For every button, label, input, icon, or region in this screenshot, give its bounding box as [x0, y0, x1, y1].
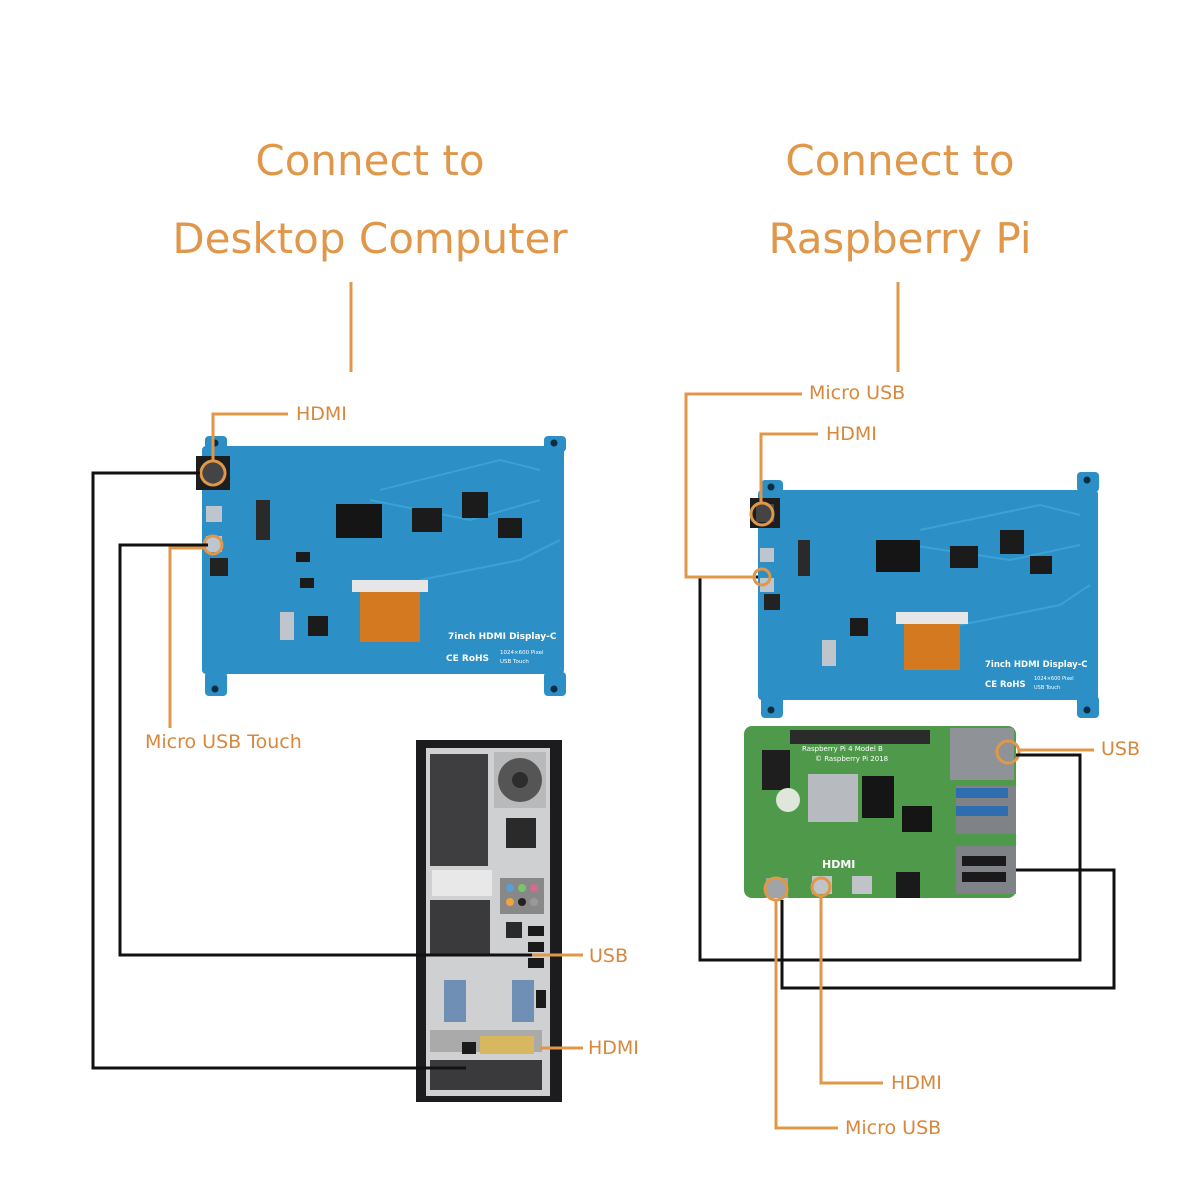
- title-desktop-line1: Connect to: [255, 136, 485, 185]
- desktop-tower: [416, 740, 562, 1102]
- label-right-micro-usb-top: Micro USB: [809, 382, 906, 404]
- board-right-hdmi-highlight: [749, 501, 775, 527]
- title-desktop: Connect to Desktop Computer: [120, 122, 620, 278]
- leader-left-hdmi-top: [211, 412, 288, 461]
- label-left-hdmi-bottom: HDMI: [588, 1037, 639, 1059]
- board-left-resolution: 1024×600 Pixel: [500, 650, 544, 656]
- board-left-touch: USB Touch: [500, 659, 529, 665]
- display-board-left: 7inch HDMI Display-C CE RoHS 1024×600 Pi…: [196, 436, 566, 696]
- board-right-certs: CE RoHS: [985, 680, 1026, 690]
- board-right-touch: USB Touch: [1034, 685, 1060, 691]
- label-left-usb: USB: [589, 945, 629, 967]
- label-left-micro-usb-touch: Micro USB Touch: [145, 731, 302, 753]
- pi-usb-highlight: [995, 739, 1021, 765]
- display-board-right: 7inch HDMI Display-C CE RoHS 1024×600 Pi…: [750, 472, 1099, 718]
- board-right-name: 7inch HDMI Display-C: [985, 660, 1088, 670]
- title-raspberry-line1: Connect to: [785, 136, 1015, 185]
- wire-desktop-usb: [118, 543, 532, 957]
- board-left-certs: CE RoHS: [446, 654, 489, 664]
- raspberry-pi-board: Raspberry Pi 4 Model B © Raspberry Pi 20…: [744, 726, 1016, 898]
- pi-model-text: Raspberry Pi 4 Model B: [802, 745, 883, 753]
- leader-left-microusb-touch: [168, 546, 205, 728]
- leader-right-microusb-top: [684, 392, 802, 579]
- pi-copyright-text: © Raspberry Pi 2018: [815, 755, 888, 763]
- leader-right-hdmi-top: [759, 432, 818, 502]
- label-right-hdmi-bottom: HDMI: [891, 1072, 942, 1094]
- title-raspberry-line2: Raspberry Pi: [768, 214, 1032, 263]
- board-right-resolution: 1024×600 Pixel: [1034, 676, 1074, 682]
- title-raspberry: Connect to Raspberry Pi: [640, 122, 1160, 278]
- board-left-name: 7inch HDMI Display-C: [448, 632, 557, 642]
- leader-right-hdmi-bottom: [819, 896, 883, 1085]
- label-right-hdmi-top: HDMI: [826, 423, 877, 445]
- label-left-hdmi-top: HDMI: [296, 403, 347, 425]
- label-right-micro-usb-bottom: Micro USB: [845, 1117, 942, 1139]
- wire-desktop-hdmi: [91, 471, 466, 1070]
- wire-pi-hdmi: [780, 868, 1116, 990]
- title-desktop-line2: Desktop Computer: [172, 214, 568, 263]
- leader-right-microusb-bottom: [774, 900, 838, 1130]
- label-right-usb: USB: [1101, 738, 1141, 760]
- pi-hdmi-mark: HDMI: [822, 858, 855, 871]
